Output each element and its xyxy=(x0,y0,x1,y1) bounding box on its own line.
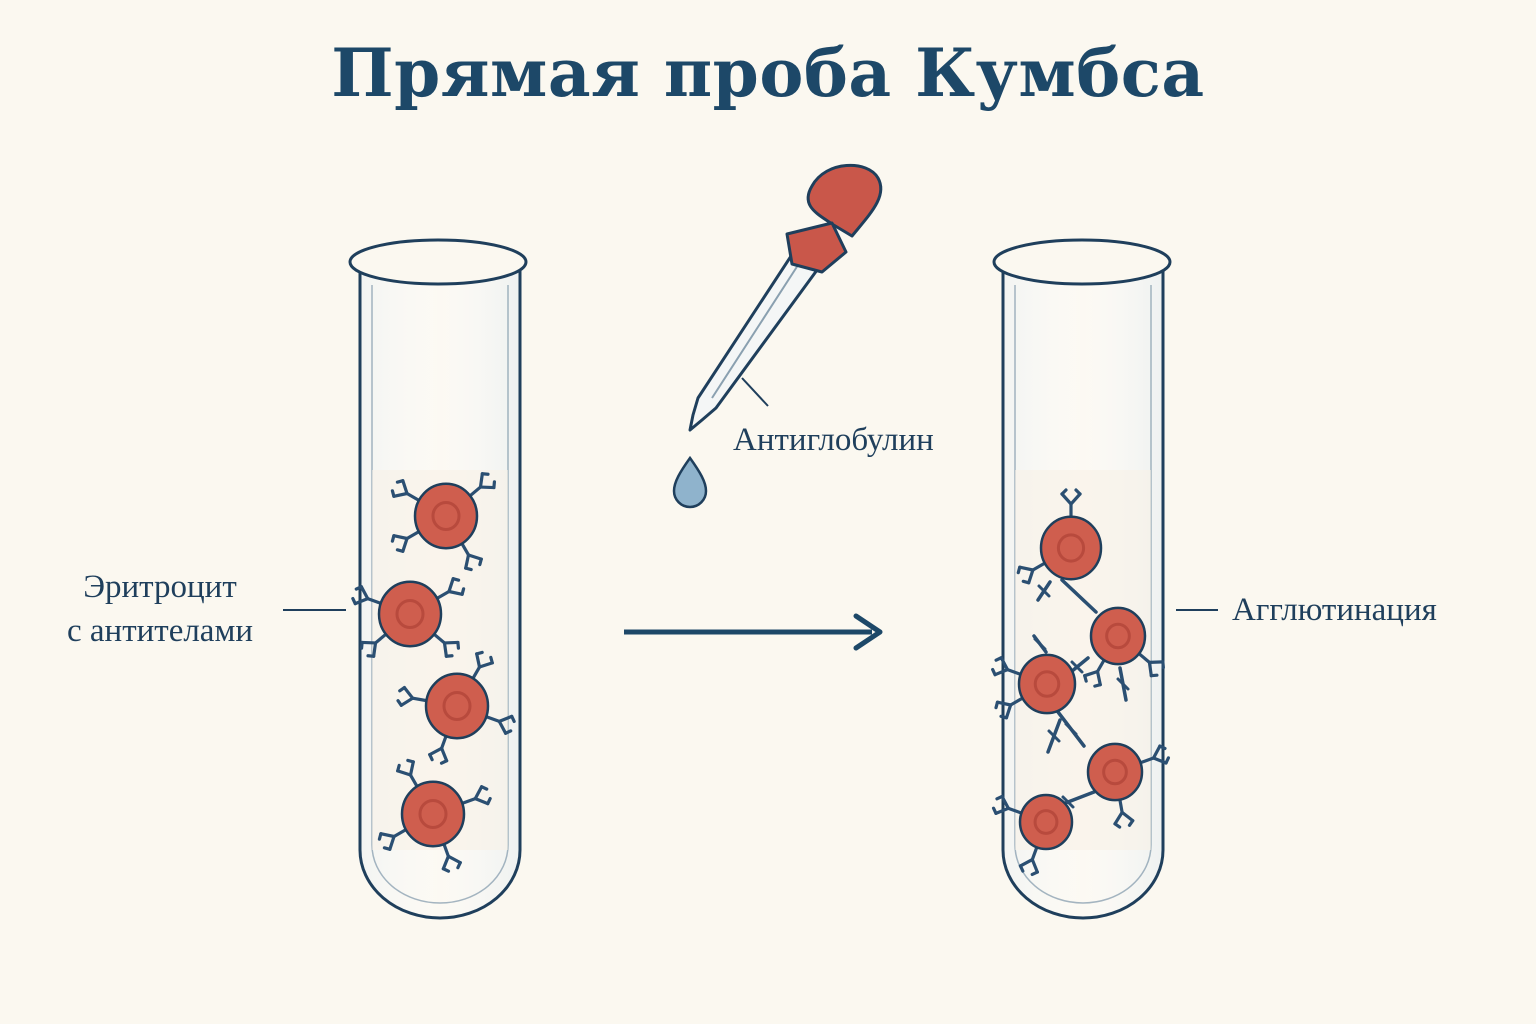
antibody-icon xyxy=(377,827,408,851)
antibody-bridge xyxy=(1046,718,1062,754)
antibody-icon xyxy=(1060,488,1082,520)
drop-icon xyxy=(672,455,708,509)
antibody-icon xyxy=(359,632,388,658)
left-tube-cells xyxy=(351,472,516,873)
red-blood-cell xyxy=(1017,653,1077,715)
antibody-icon xyxy=(991,794,1024,815)
rbc-label-line-1: Эритроцит xyxy=(83,569,237,605)
arrow-icon xyxy=(624,613,883,651)
agglutination-label: Агглютинация xyxy=(1232,592,1437,628)
dropper-icon xyxy=(688,164,883,432)
red-blood-cell xyxy=(1018,793,1074,851)
antibody-icon xyxy=(1137,651,1165,678)
red-blood-cell xyxy=(1086,742,1144,802)
antibody-icon xyxy=(396,758,420,789)
antibody-icon xyxy=(390,479,421,503)
red-blood-cell xyxy=(400,780,466,848)
antibody-icon xyxy=(351,585,383,606)
antibody-icon xyxy=(1083,657,1107,688)
antibody-icon xyxy=(1113,796,1135,829)
antibody-icon xyxy=(468,472,497,498)
antibody-icon xyxy=(1138,744,1170,765)
rbc-with-antibodies-label: Эритроцит с антителами xyxy=(40,565,280,653)
antibody-bridge xyxy=(1032,634,1048,654)
page-title: Прямая проба Кумбса xyxy=(331,34,1205,112)
antibody-icon xyxy=(432,632,461,658)
antibody-icon xyxy=(484,714,516,735)
antibody-icon xyxy=(991,656,1023,677)
red-blood-cell xyxy=(1039,515,1103,581)
antibody-icon xyxy=(435,577,466,601)
antibody-bridge xyxy=(1036,580,1052,602)
antibody-icon xyxy=(994,696,1025,720)
antibody-icon xyxy=(1016,561,1047,585)
antibody-icon xyxy=(459,541,483,572)
antibody-bridge xyxy=(1060,578,1098,614)
antibody-bridge xyxy=(1116,666,1130,702)
antibody-icon xyxy=(396,685,429,707)
rbc-label-line-2: с антителами xyxy=(66,613,253,649)
antibody-bridge xyxy=(1056,710,1086,748)
antibody-icon xyxy=(460,785,492,806)
red-blood-cell xyxy=(413,482,479,550)
red-blood-cell xyxy=(1089,606,1147,666)
antibody-icon xyxy=(390,529,421,553)
antibody-icon xyxy=(1018,844,1039,877)
red-blood-cell xyxy=(377,580,443,648)
antibody-icon xyxy=(470,650,494,681)
right-tube-cells xyxy=(991,488,1170,877)
red-blood-cell xyxy=(424,672,490,740)
antiglobulin-label: Антиглобулин xyxy=(733,422,934,458)
